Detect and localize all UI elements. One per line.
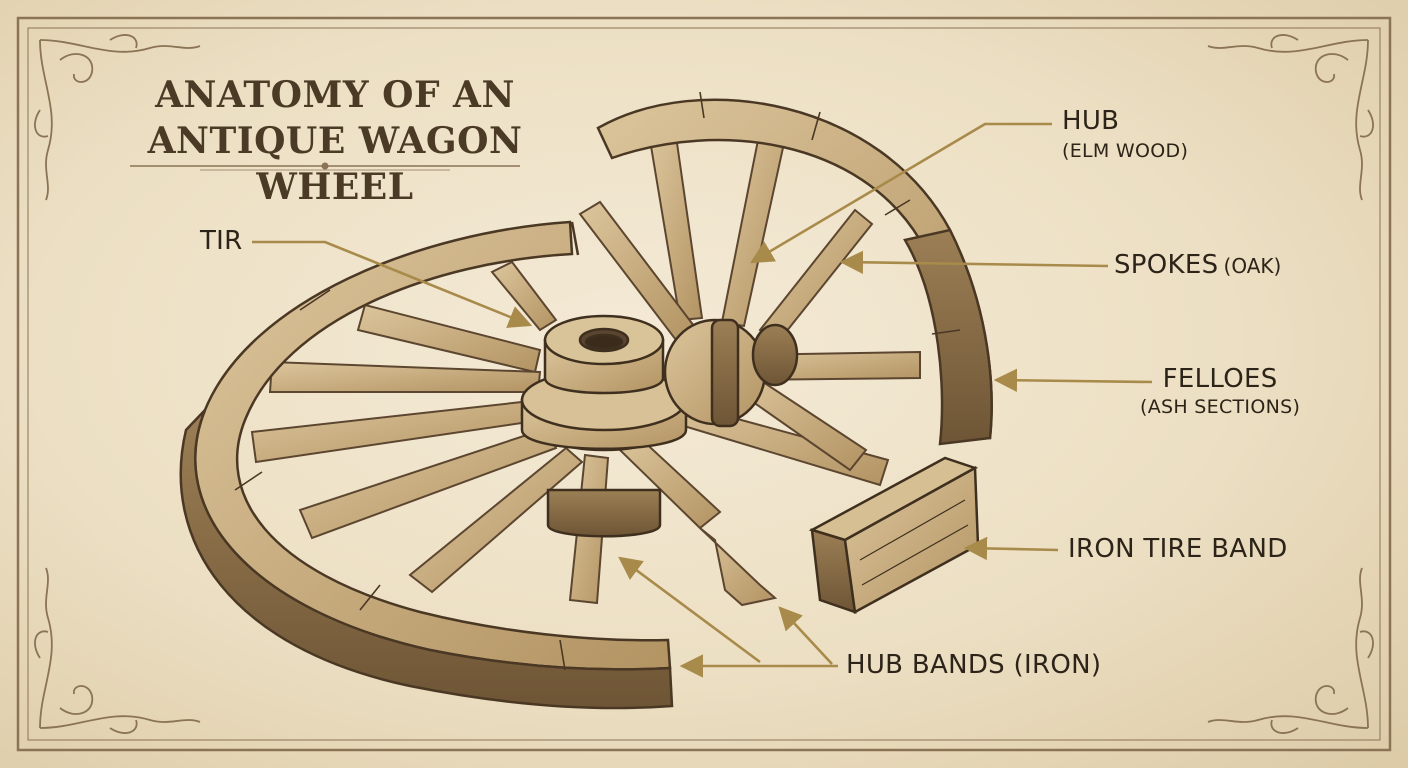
leader-hub: [749, 122, 1052, 264]
label-felloes-sub: (ASH SECTIONS): [1140, 396, 1301, 418]
felloe-rim-front: [179, 220, 674, 710]
label-hub: HUB (ELM WOOD): [1062, 106, 1188, 162]
leader-hub-bands-mid: [618, 556, 761, 664]
iron-tire-band-block: [808, 456, 980, 614]
corner-flourish-top-left: [34, 34, 201, 201]
page-title: ANATOMY OF AN ANTIQUE WAGON WHEEL: [100, 72, 570, 210]
title-underline: [130, 162, 520, 171]
label-tir-text: TIR: [200, 226, 243, 256]
label-hub-bands-text: HUB BANDS (IRON): [846, 650, 1102, 680]
leader-lines: [252, 122, 1153, 678]
label-iron-tire-band-text: IRON TIRE BAND: [1068, 534, 1288, 564]
label-iron-tire-band: IRON TIRE BAND: [1068, 534, 1288, 564]
leader-felloes: [993, 368, 1153, 392]
label-hub-text: HUB: [1062, 106, 1120, 136]
leader-iron-tire-band: [963, 536, 1059, 561]
label-tir: TIR: [200, 226, 243, 256]
label-felloes: FELLOES (ASH SECTIONS): [1140, 364, 1300, 418]
leader-spokes: [839, 250, 1109, 275]
label-spokes: SPOKES (OAK): [1114, 250, 1281, 280]
rear-wheel-spokes: [578, 128, 921, 472]
label-hub-bands: HUB BANDS (IRON): [846, 650, 1101, 680]
corner-flourish-bottom-right: [1207, 567, 1374, 734]
title-line-2: ANTIQUE WAGON WHEEL: [147, 120, 523, 208]
corner-flourish-top-right: [1207, 34, 1374, 201]
title-line-1: ANATOMY OF AN: [155, 74, 515, 116]
ornate-frame: [16, 16, 1392, 752]
label-felloes-text: FELLOES: [1162, 364, 1278, 394]
label-hub-sub: (ELM WOOD): [1062, 140, 1189, 162]
label-spokes-text: SPOKES: [1114, 250, 1219, 280]
leader-tir: [252, 240, 533, 328]
label-spokes-sub: (OAK): [1223, 254, 1282, 278]
corner-flourish-bottom-left: [34, 567, 201, 734]
leader-hub-bands-right: [778, 606, 833, 665]
felloe-rim-rear: [596, 91, 993, 446]
rear-wheel-hub: [663, 318, 799, 428]
hub-assembly: [520, 314, 688, 538]
